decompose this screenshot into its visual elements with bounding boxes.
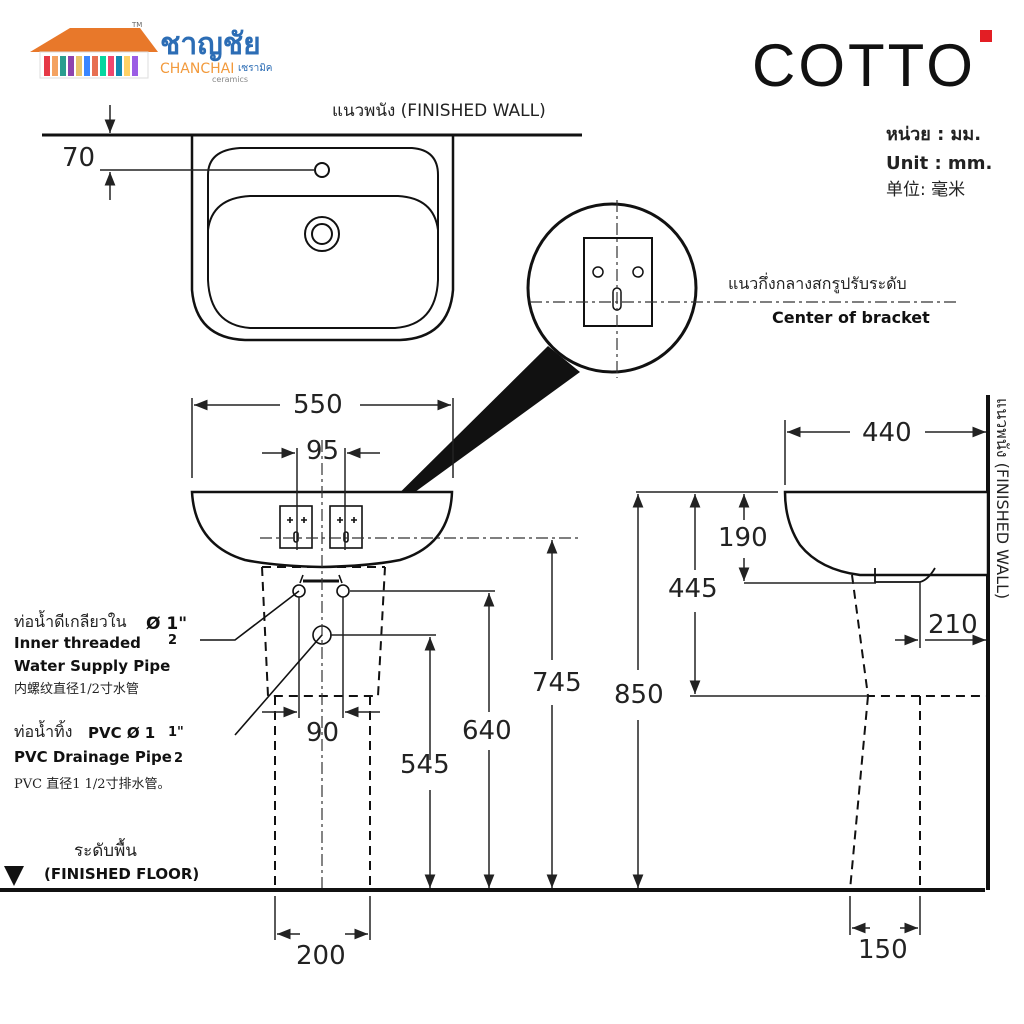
dim-70: 70 — [62, 143, 96, 173]
side-elevation — [632, 395, 990, 935]
dim-545: 545 — [400, 750, 450, 780]
supply-pipe-en-2: Water Supply Pipe — [14, 657, 171, 675]
unit-en: Unit : mm. — [886, 153, 993, 174]
cotto-logo: COTTO — [752, 32, 976, 99]
supply-pipe-cn: 内螺纹直径1/2寸水管 — [14, 682, 139, 697]
drain-pipe-thai: ท่อน้ำทิ้ง — [14, 722, 73, 741]
dim-850: 850 — [614, 680, 664, 710]
dealer-sub-thai: เซรามิค — [238, 63, 273, 74]
floor-label-thai: ระดับพื้น — [74, 841, 137, 861]
dealer-name-thai: ชาญชัย — [160, 27, 261, 62]
unit-thai: หน่วย : มม. — [886, 124, 982, 145]
dim-550: 550 — [293, 390, 343, 420]
finished-wall-top-label: แนวพนัง (FINISHED WALL) — [332, 101, 546, 121]
dim-745: 745 — [532, 668, 582, 698]
supply-pipe-thai: ท่อน้ำดีเกลียวใน — [14, 612, 127, 631]
floor-label-en: (FINISHED FLOOR) — [44, 865, 200, 883]
dim-95: 95 — [306, 436, 340, 466]
dim-200: 200 — [296, 941, 346, 971]
bracket-label-thai: แนวกึ่งกลางสกรูปรับระดับ — [728, 274, 907, 293]
dealer-logo-icon — [30, 28, 158, 79]
drain-pipe-fraction-num: 1" — [168, 725, 184, 740]
drain-pipe-fraction-den: 2 — [174, 751, 184, 766]
drain-pipe-cn: PVC 直径1 1/2寸排水管。 — [14, 777, 171, 792]
bracket-label-en: Center of bracket — [772, 308, 930, 327]
front-elevation — [190, 398, 578, 940]
drain-pipe-en-1: PVC Ø 1 — [88, 724, 156, 742]
dim-90: 90 — [306, 718, 340, 748]
plan-view — [42, 133, 582, 342]
dealer-name-en: CHANCHAI — [160, 61, 235, 77]
cotto-accent-square — [980, 30, 992, 42]
dealer-tm: TM — [132, 21, 143, 29]
dim-210: 210 — [928, 610, 978, 640]
supply-pipe-symbol: Ø 1" — [146, 614, 188, 634]
unit-cn: 单位: 毫米 — [886, 180, 966, 200]
finished-wall-side-label: แนวพนัง (FINISHED WALL) — [993, 398, 1012, 600]
dim-445: 445 — [668, 574, 718, 604]
drain-pipe-en-2: PVC Drainage Pipe — [14, 748, 172, 766]
floor-marker-icon — [4, 866, 24, 886]
dim-190: 190 — [718, 523, 768, 553]
supply-pipe-en-1: Inner threaded — [14, 634, 141, 652]
dealer-sub-en: ceramics — [212, 75, 249, 84]
dim-150: 150 — [858, 935, 908, 965]
dim-640: 640 — [462, 716, 512, 746]
supply-pipe-fraction: 2 — [168, 633, 178, 648]
dim-440: 440 — [862, 418, 912, 448]
bracket-detail — [360, 200, 960, 532]
